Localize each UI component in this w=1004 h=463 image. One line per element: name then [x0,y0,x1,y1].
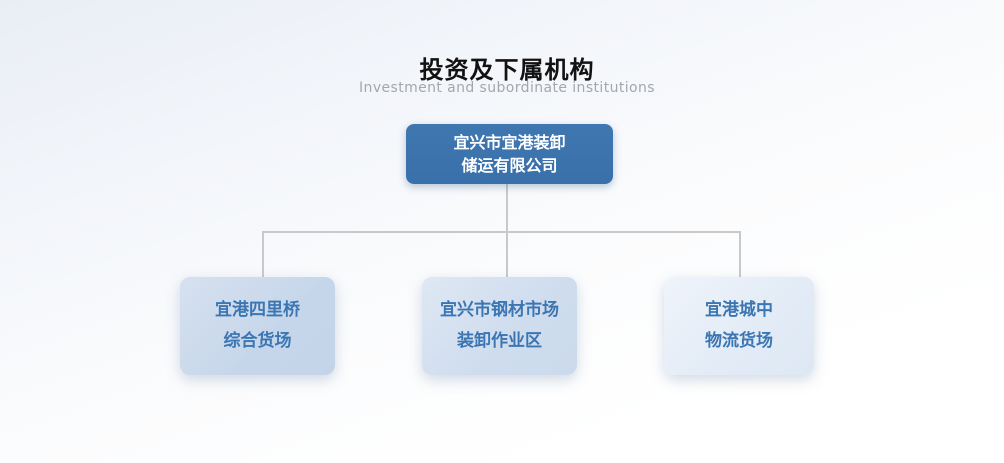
org-node-child3-line2: 物流货场 [705,331,773,351]
connector-horizontal [262,231,740,233]
page-title: 投资及下属机构 [419,56,595,84]
page-subtitle: Investment and subordinate institutions [359,80,655,96]
org-node-child1-line2: 综合货场 [223,331,292,351]
connector-root-stem [506,183,508,232]
connector-drop-right [739,231,741,277]
org-node-root-line2: 储运有限公司 [461,156,558,175]
connector-drop-middle [506,231,508,277]
org-node-child1-line1: 宜港四里桥 [215,300,300,320]
org-node-root-line1: 宜兴市宜港装卸 [453,133,566,152]
org-node-child-chengzhong: 宜港城中 物流货场 [664,277,814,375]
connector-drop-left [262,231,264,277]
org-node-child-steel-market: 宜兴市钢材市场 装卸作业区 [422,277,577,375]
org-node-child2-line2: 装卸作业区 [457,331,542,351]
org-node-child-silidgiao: 宜港四里桥 综合货场 [180,277,335,375]
org-node-child2-line1: 宜兴市钢材市场 [440,300,559,320]
org-node-root: 宜兴市宜港装卸 储运有限公司 [406,124,613,184]
org-node-child3-line1: 宜港城中 [705,300,773,320]
